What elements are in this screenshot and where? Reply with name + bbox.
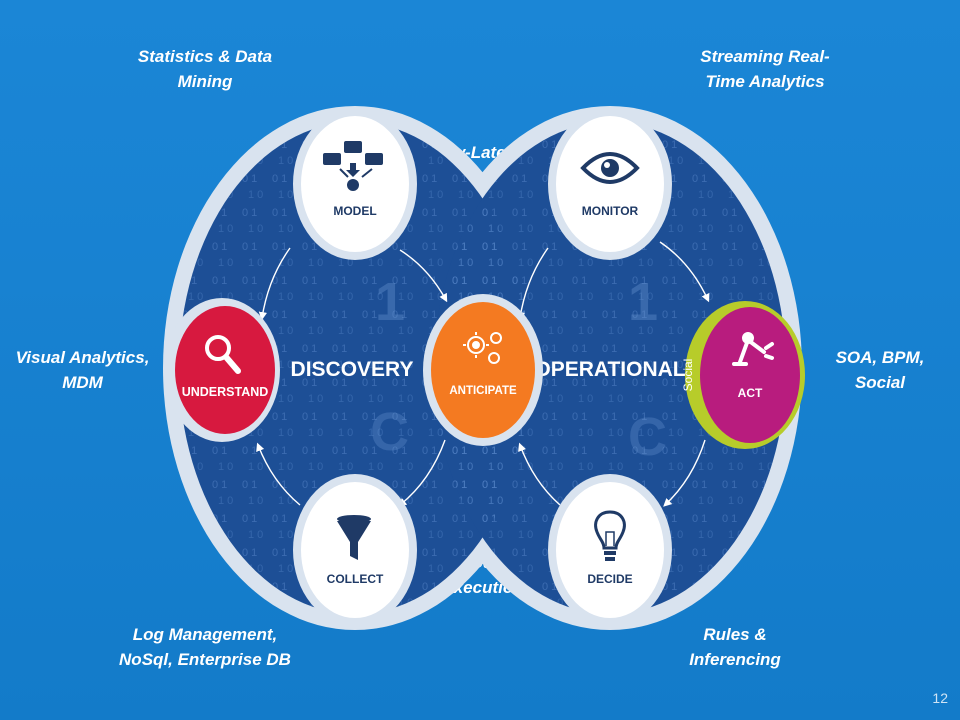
monitor-node[interactable]: MONITOR (548, 108, 672, 260)
label-statistics-data-mining: Statistics & Data Mining (137, 47, 273, 91)
collect-node[interactable]: COLLECT (293, 474, 417, 626)
understand-node[interactable]: UNDERSTAND (164, 298, 280, 442)
orbit-arrow (398, 439, 446, 507)
eye-icon (580, 152, 640, 184)
page-number: 12 (932, 690, 948, 706)
orbit-arrow (256, 442, 301, 506)
label-streaming-real-time-analytics: Streaming Real- Time Analytics (700, 47, 830, 91)
label-soa-bpm-social: SOA, BPM, Social (835, 348, 925, 392)
label-rules-inferencing: Rules & Inferencing (689, 625, 781, 669)
act-node-label: ACT (738, 386, 763, 400)
robot-arm-icon (732, 332, 774, 366)
orbit-arrow (663, 439, 706, 507)
discovery-binary-texture (179, 122, 531, 614)
binary-digit-decoration: C (370, 402, 409, 462)
label-visual-analytics-mdm: Visual Analytics, MDM (15, 348, 150, 392)
binary-digit-decoration: 1 (628, 272, 658, 332)
model-node-label: MODEL (333, 204, 376, 218)
collect-node-label: COLLECT (327, 572, 384, 586)
orbit-arrow (518, 442, 561, 506)
model-node[interactable]: MODEL (293, 108, 417, 260)
monitor-node-label: MONITOR (582, 204, 639, 218)
target-icon (463, 332, 502, 364)
flowchart-icon (323, 141, 383, 191)
lightbulb-icon (594, 510, 626, 561)
magnifier-icon (205, 335, 241, 374)
funnel-icon (337, 515, 371, 560)
binary-digit-decoration: C (628, 407, 667, 467)
social-label: Social (681, 359, 695, 392)
decide-node-label: DECIDE (587, 572, 632, 586)
label-log-management: Log Management, NoSql, Enterprise DB (119, 625, 291, 669)
orbit-arrow (258, 247, 291, 321)
operational-label: OPERATIONAL (534, 358, 685, 381)
orbit-arrow (659, 241, 710, 303)
binary-digit-decoration: 1 (375, 272, 405, 332)
operational-binary-texture (434, 122, 786, 614)
anticipate-node[interactable]: ANTICIPATE (423, 294, 543, 446)
decide-node[interactable]: DECIDE (548, 474, 672, 626)
understand-node-label: UNDERSTAND (182, 385, 269, 399)
orbit-arrow (399, 249, 448, 303)
discovery-label: DISCOVERY (291, 358, 414, 381)
anticipate-node-label: ANTICIPATE (449, 385, 517, 397)
act-node[interactable]: Social ACT (681, 301, 805, 449)
